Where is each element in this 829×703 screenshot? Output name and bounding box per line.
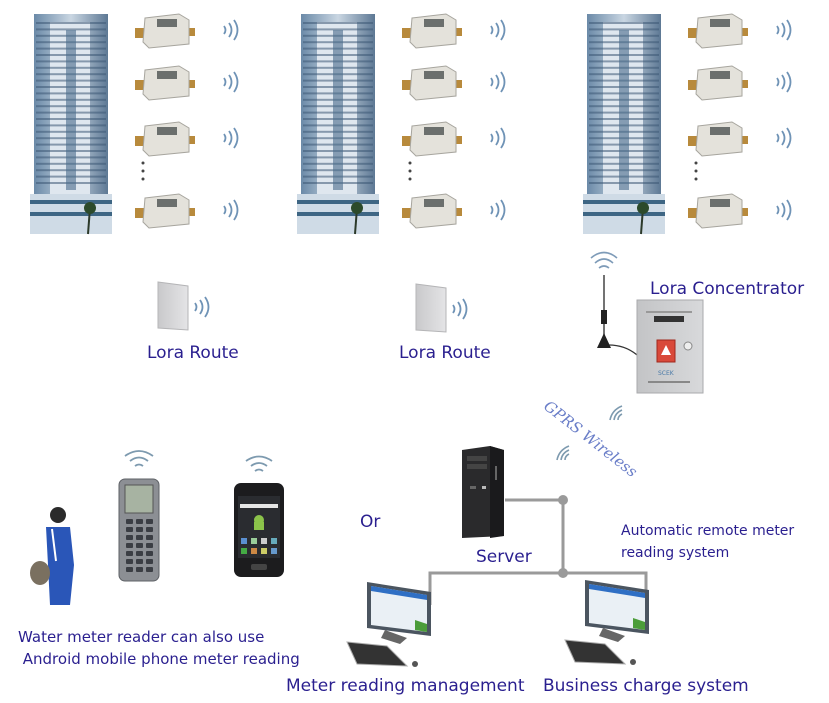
lora-route-2: [413, 282, 473, 334]
wireless-signal-icon: [487, 196, 511, 224]
computer-meter-reading: [345, 580, 445, 670]
meter-reader-note: Water meter reader can also use Android …: [18, 628, 300, 668]
wireless-signal-icon: [220, 68, 244, 96]
svg-text:SCEK: SCEK: [658, 370, 675, 377]
computer-business-charge: [563, 578, 663, 668]
water-meter-icon: [688, 13, 748, 49]
wireless-signal-icon: [487, 124, 511, 152]
junction-node: [558, 568, 568, 578]
server-link: [505, 498, 565, 573]
water-meter-icon: [688, 193, 748, 229]
wireless-signal-icon: [487, 16, 511, 44]
antenna-icon: [590, 251, 638, 356]
building-2: [297, 8, 379, 236]
router-box-icon: [415, 283, 447, 333]
lora-concentrator-label: Lora Concentrator: [650, 279, 805, 299]
water-meter: [135, 10, 197, 54]
lora-concentrator: SCEK: [636, 299, 706, 394]
water-meter: [402, 190, 464, 234]
wireless-signal-icon: [449, 295, 473, 323]
lora-route-1: [155, 280, 215, 332]
wireless-signal-icon: [123, 448, 155, 470]
building-1: [30, 8, 112, 236]
wireless-signal-icon: [220, 16, 244, 44]
server-tower-icon: [462, 446, 504, 538]
business-charge-system-label: Business charge system: [543, 676, 749, 696]
more-meters-ellipsis: [693, 160, 699, 182]
android-phone-icon: [234, 483, 284, 577]
water-meter: [688, 190, 750, 234]
wireless-signal-icon: [487, 68, 511, 96]
meter-reading-management-label: Meter reading management: [286, 676, 525, 696]
water-meter: [402, 62, 464, 106]
concentrator-cabinet-icon: SCEK: [636, 299, 704, 394]
server-label: Server: [476, 547, 532, 567]
lora-route-1-label: Lora Route: [147, 343, 239, 363]
left-computer-link: [428, 571, 563, 605]
wireless-signal-icon: [773, 68, 797, 96]
water-meter: [135, 118, 197, 162]
wireless-signal-icon: [244, 454, 274, 474]
water-meter: [402, 10, 464, 54]
water-meter: [688, 62, 750, 106]
more-meters-ellipsis: [140, 160, 146, 182]
water-meter-icon: [402, 121, 462, 157]
meter-reader-person-icon: [30, 507, 74, 605]
or-label: Or: [360, 512, 381, 532]
server: [460, 446, 505, 540]
handheld-reader: [117, 477, 161, 583]
building-icon: [30, 14, 112, 235]
water-meter-icon: [688, 65, 748, 101]
wireless-signal-icon: [553, 440, 579, 466]
junction-node: [558, 495, 568, 505]
android-phone: [233, 482, 285, 578]
wireless-signal-icon: [773, 124, 797, 152]
router-box-icon: [157, 281, 189, 331]
desktop-computer-icon: [346, 582, 431, 667]
water-meter: [135, 190, 197, 234]
water-meter-icon: [135, 193, 195, 229]
water-meter-icon: [135, 65, 195, 101]
wireless-signal-icon: [606, 400, 632, 426]
water-meter-icon: [135, 121, 195, 157]
water-meter: [135, 62, 197, 106]
handheld-reader-icon: [118, 478, 160, 582]
water-meter-icon: [402, 193, 462, 229]
wireless-signal-icon: [220, 124, 244, 152]
wireless-signal-icon: [220, 196, 244, 224]
wireless-signal-icon: [191, 293, 215, 321]
water-meter-icon: [402, 65, 462, 101]
building-icon: [297, 14, 379, 235]
water-meter-icon: [402, 13, 462, 49]
antenna: [585, 245, 645, 375]
wireless-signal-icon: [773, 16, 797, 44]
water-meter: [688, 118, 750, 162]
more-meters-ellipsis: [407, 160, 413, 182]
water-meter: [688, 10, 750, 54]
lora-route-2-label: Lora Route: [399, 343, 491, 363]
desktop-computer-icon: [564, 580, 649, 665]
water-meter: [402, 118, 464, 162]
meter-reader-person: [30, 505, 80, 608]
building-3: [583, 8, 665, 236]
building-icon: [583, 14, 665, 235]
water-meter-icon: [135, 13, 195, 49]
automatic-system-label: Automatic remote meter reading system: [621, 523, 795, 561]
wireless-signal-icon: [773, 196, 797, 224]
water-meter-icon: [688, 121, 748, 157]
